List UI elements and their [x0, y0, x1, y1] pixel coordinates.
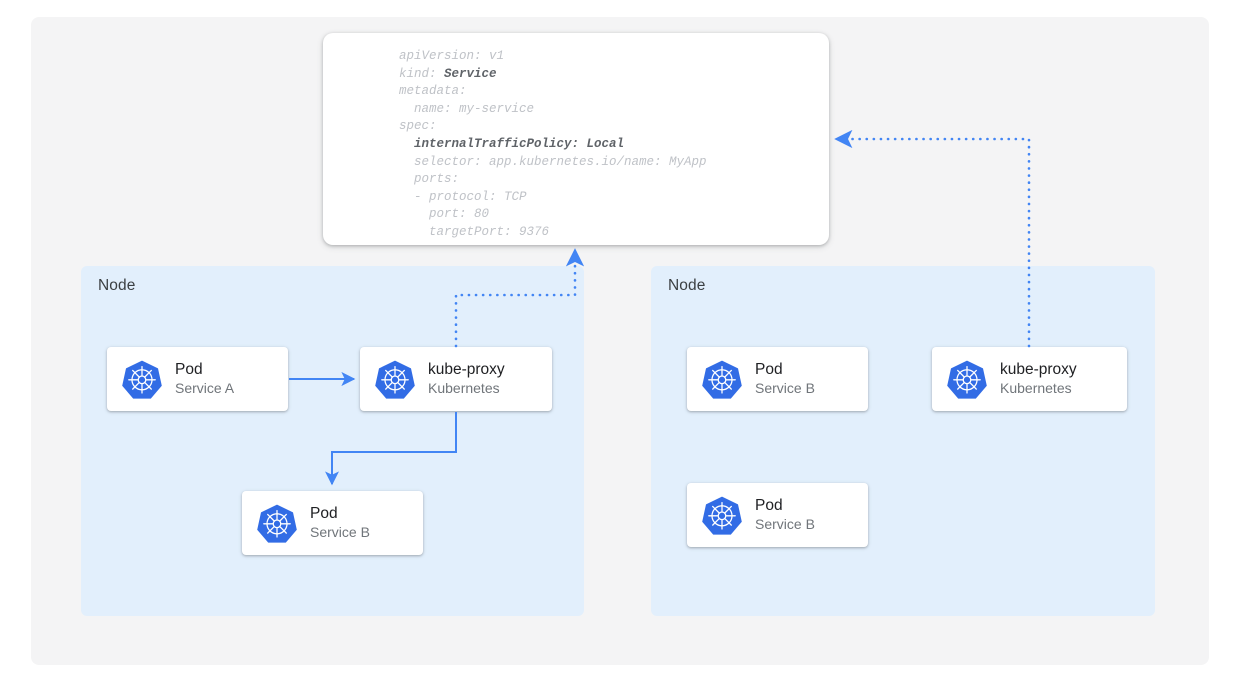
card-pod-service-a[interactable]: Pod Service A — [107, 347, 288, 411]
yaml-line-port: port: 80 — [399, 207, 490, 222]
card-subtitle: Service B — [310, 524, 370, 541]
card-title: kube-proxy — [1000, 361, 1077, 379]
yaml-code-block: apiVersion: v1 kind: Service metadata: n… — [399, 48, 707, 242]
card-title: kube-proxy — [428, 361, 505, 379]
service-yaml-manifest-card: apiVersion: v1 kind: Service metadata: n… — [323, 33, 829, 245]
kubernetes-logo-icon — [375, 359, 415, 399]
card-pod-service-b-right-top[interactable]: Pod Service B — [687, 347, 868, 411]
node-container-left: Node — [81, 266, 584, 616]
yaml-line-target-port: targetPort: 9376 — [399, 224, 550, 239]
kubernetes-logo-icon — [702, 495, 742, 535]
card-subtitle: Service B — [755, 380, 815, 397]
card-kube-proxy-right[interactable]: kube-proxy Kubernetes — [932, 347, 1127, 411]
yaml-line-internal-traffic-policy: internalTrafficPolicy: Local — [399, 136, 625, 151]
card-title: Pod — [310, 505, 338, 523]
yaml-line-protocol: - protocol: TCP — [399, 189, 527, 204]
yaml-line-selector: selector: app.kubernetes.io/name: MyApp — [399, 154, 707, 169]
card-subtitle: Service B — [755, 516, 815, 533]
kubernetes-logo-icon — [702, 359, 742, 399]
card-kube-proxy-left[interactable]: kube-proxy Kubernetes — [360, 347, 552, 411]
yaml-line-kind-value: Service — [444, 66, 497, 81]
card-subtitle: Kubernetes — [1000, 380, 1072, 397]
kubernetes-logo-icon — [947, 359, 987, 399]
yaml-line-apiversion: apiVersion: v1 — [399, 49, 505, 63]
card-subtitle: Kubernetes — [428, 380, 500, 397]
card-pod-service-b-right-bottom[interactable]: Pod Service B — [687, 483, 868, 547]
card-pod-service-b-left[interactable]: Pod Service B — [242, 491, 423, 555]
card-title: Pod — [755, 361, 783, 379]
yaml-line-name: name: my-service — [399, 101, 535, 116]
yaml-line-metadata: metadata: — [399, 84, 467, 99]
node-label-right: Node — [668, 277, 706, 294]
node-container-right: Node — [651, 266, 1155, 616]
yaml-line-kind-prefix: kind: — [399, 66, 445, 81]
yaml-line-ports: ports: — [399, 172, 460, 187]
card-title: Pod — [175, 361, 203, 379]
node-label-left: Node — [98, 277, 136, 294]
card-subtitle: Service A — [175, 380, 235, 397]
yaml-line-spec: spec: — [399, 119, 437, 134]
card-title: Pod — [755, 497, 783, 515]
kubernetes-logo-icon — [122, 359, 162, 399]
kubernetes-logo-icon — [257, 503, 297, 543]
